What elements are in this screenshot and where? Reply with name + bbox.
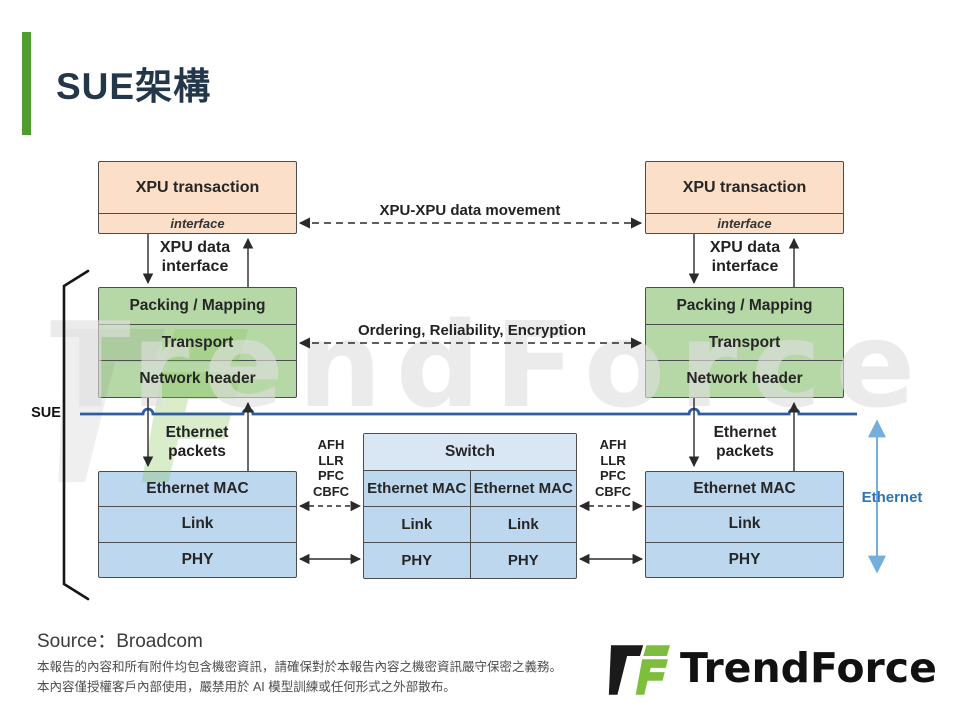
xpu-xpu-data-movement-label: XPU-XPU data movement	[379, 202, 561, 219]
switch-ethernet-mac-left: Ethernet MAC	[367, 479, 467, 497]
ethernet-label: Ethernet	[861, 489, 923, 506]
switch-port-column-right: Ethernet MAC Link PHY	[469, 470, 576, 578]
row-packing-mapping-left: Packing / Mapping	[129, 296, 266, 314]
row-transport-left: Transport	[161, 333, 234, 351]
xpu-transaction-box-left: XPU transaction interface	[98, 161, 297, 234]
switch-link-left: Link	[401, 515, 433, 533]
disclaimer-line-1: 本報告的內容和所有附件均包含機密資訊，請確保對於本報告內容之機密資訊嚴守保密之義…	[37, 660, 563, 674]
row-packing-mapping-right: Packing / Mapping	[676, 296, 813, 314]
switch-phy-right: PHY	[507, 551, 539, 569]
switch-phy-left: PHY	[401, 551, 433, 569]
sue-label: SUE	[31, 405, 61, 421]
xpu-transaction-box-right: XPU transaction interface	[645, 161, 844, 234]
xpu-transaction-label-left: XPU transaction	[135, 178, 260, 196]
xpu-data-interface-label-right: XPU data interface	[709, 239, 781, 275]
xpu-data-interface-label-left: XPU data interface	[159, 239, 231, 275]
sue-green-stack-left: Packing / Mapping Transport Network head…	[98, 287, 297, 398]
ethernet-mac-stack-left: Ethernet MAC Link PHY	[98, 471, 297, 578]
ordering-reliability-encryption-label: Ordering, Reliability, Encryption	[357, 322, 587, 339]
row-link-right: Link	[728, 515, 761, 533]
interface-row-right: interface	[717, 215, 772, 231]
row-network-header-right: Network header	[686, 370, 803, 388]
ethernet-packets-label-left: Ethernet packets	[165, 424, 229, 460]
xpu-transaction-label-right: XPU transaction	[682, 178, 807, 196]
row-transport-right: Transport	[708, 333, 781, 351]
afh-protocol-label-right: AFH LLR PFC CBFC	[594, 437, 632, 499]
row-phy-left: PHY	[181, 550, 214, 568]
afh-protocol-label-left: AFH LLR PFC CBFC	[312, 437, 350, 499]
switch-box: Switch Ethernet MAC Link PHY Ethernet MA…	[363, 433, 577, 579]
trendforce-logo-icon	[608, 645, 671, 695]
ethernet-packets-label-right: Ethernet packets	[713, 424, 777, 460]
watermark-text: TrendForce	[50, 296, 930, 434]
row-link-left: Link	[181, 515, 214, 533]
switch-ethernet-mac-right: Ethernet MAC	[473, 479, 573, 497]
trendforce-logo-text: TrendForce	[680, 644, 937, 692]
page-title: SUE架構	[56, 66, 212, 107]
switch-title: Switch	[445, 442, 495, 460]
sue-green-stack-right: Packing / Mapping Transport Network head…	[645, 287, 844, 398]
switch-link-right: Link	[507, 515, 539, 533]
interface-row-left: interface	[170, 215, 225, 231]
row-ethernet-mac-right: Ethernet MAC	[693, 480, 796, 498]
row-network-header-left: Network header	[139, 370, 256, 388]
trendforce-logo: TrendForce	[607, 641, 937, 699]
title-accent-bar	[22, 32, 31, 135]
ethernet-mac-stack-right: Ethernet MAC Link PHY	[645, 471, 844, 578]
switch-port-column-left: Ethernet MAC Link PHY	[364, 471, 470, 578]
row-phy-right: PHY	[728, 550, 761, 568]
row-ethernet-mac-left: Ethernet MAC	[146, 480, 249, 498]
source-text: Source：Broadcom	[37, 631, 203, 652]
disclaimer-line-2: 本內容僅授權客戶內部使用，嚴禁用於 AI 模型訓練或任何形式之外部散布。	[37, 680, 456, 694]
